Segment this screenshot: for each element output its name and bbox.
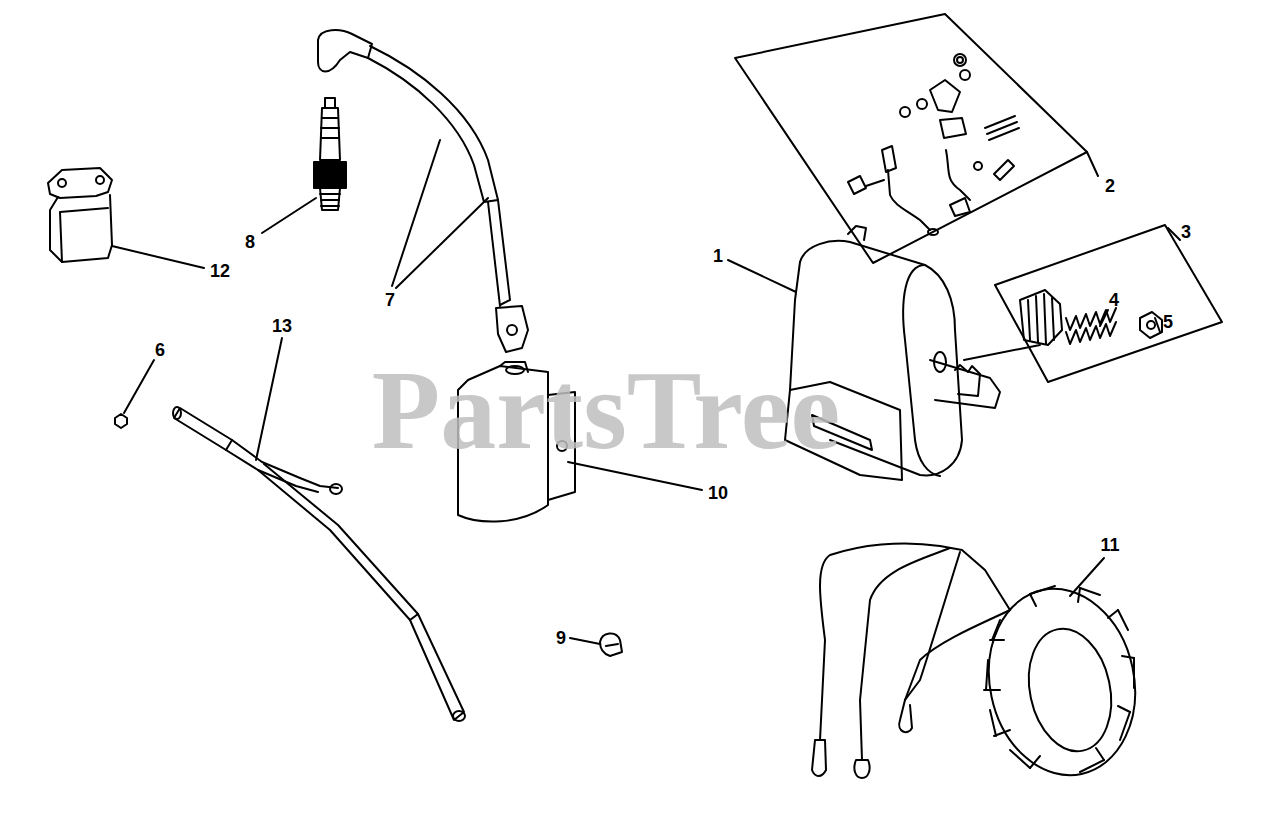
callout-number: 6: [155, 341, 165, 359]
callout-number: 4: [1109, 291, 1119, 309]
leader-line: [396, 198, 488, 288]
callout-number: 12: [210, 262, 230, 280]
leader-line: [392, 140, 440, 286]
callout-number: 1: [713, 247, 723, 265]
callout-number: 5: [1163, 313, 1173, 331]
callout-number: 11: [1100, 536, 1119, 554]
callout-number: 10: [708, 484, 728, 502]
leader-line: [728, 260, 796, 292]
callout-number: 3: [1181, 223, 1191, 241]
brush-kit: [735, 14, 1087, 263]
stator: [812, 543, 1152, 789]
leader-line: [124, 360, 154, 413]
regulator: [48, 168, 112, 262]
clip: [600, 633, 622, 656]
callout-number: 7: [385, 291, 395, 309]
leader-line: [570, 638, 600, 644]
leader-line: [1087, 152, 1098, 176]
leader-line: [568, 462, 702, 490]
watermark: PartsTree: [372, 354, 841, 466]
spark-plug-wire: [318, 30, 528, 352]
callout-number: 2: [1105, 177, 1115, 195]
callout-number: 13: [272, 317, 292, 335]
leader-line: [1100, 310, 1108, 326]
leader-line: [256, 338, 282, 460]
leader-line: [1155, 318, 1160, 332]
callout-number: 8: [245, 233, 255, 251]
nut: [115, 414, 127, 428]
leader-line: [1070, 558, 1104, 596]
leader-line: [112, 246, 204, 268]
drive-kit: [995, 225, 1222, 382]
leader-line: [964, 345, 1040, 360]
spark-plug: [314, 98, 346, 210]
leader-line: [1168, 228, 1180, 240]
leader-line: [262, 198, 316, 233]
callout-number: 9: [556, 629, 566, 647]
